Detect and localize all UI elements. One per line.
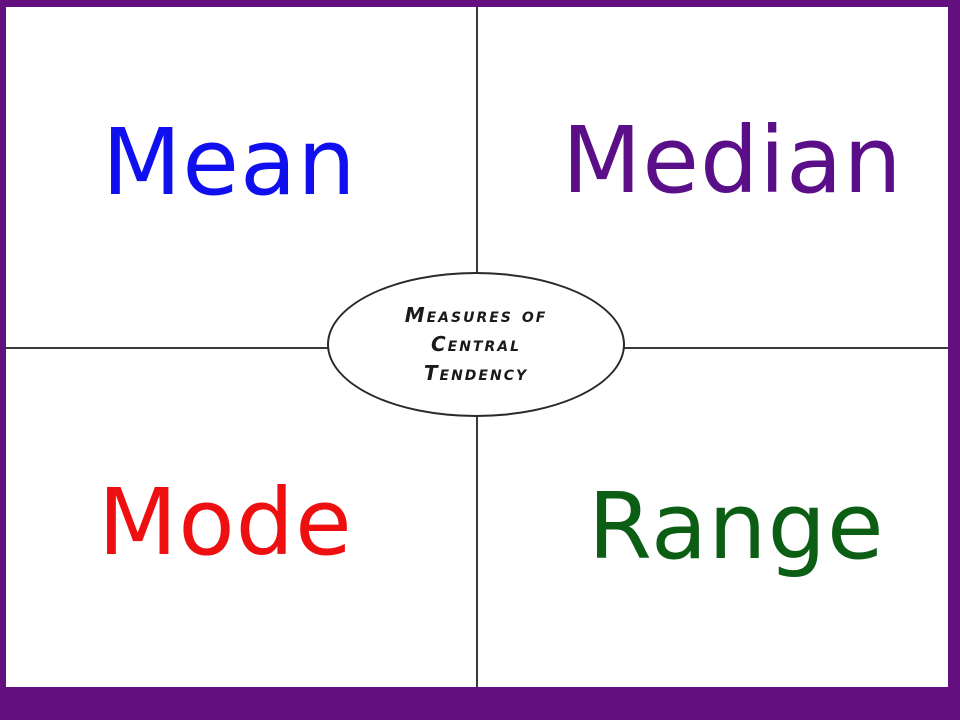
quadrant-mean-label: Mean xyxy=(102,109,357,216)
center-title-line-1: Measures of xyxy=(404,303,548,327)
quadrant-range-label: Range xyxy=(588,473,885,580)
center-title-line-2: Central xyxy=(430,332,522,356)
center-oval: Measures of Central Tendency xyxy=(327,272,625,417)
quadrant-mode-label: Mode xyxy=(98,469,353,576)
four-square-board: Mean Median Mode Range Measures of Centr… xyxy=(6,7,948,687)
center-title-line-3: Tendency xyxy=(423,361,529,385)
bottom-bar xyxy=(0,690,960,720)
quadrant-median-label: Median xyxy=(562,107,903,214)
